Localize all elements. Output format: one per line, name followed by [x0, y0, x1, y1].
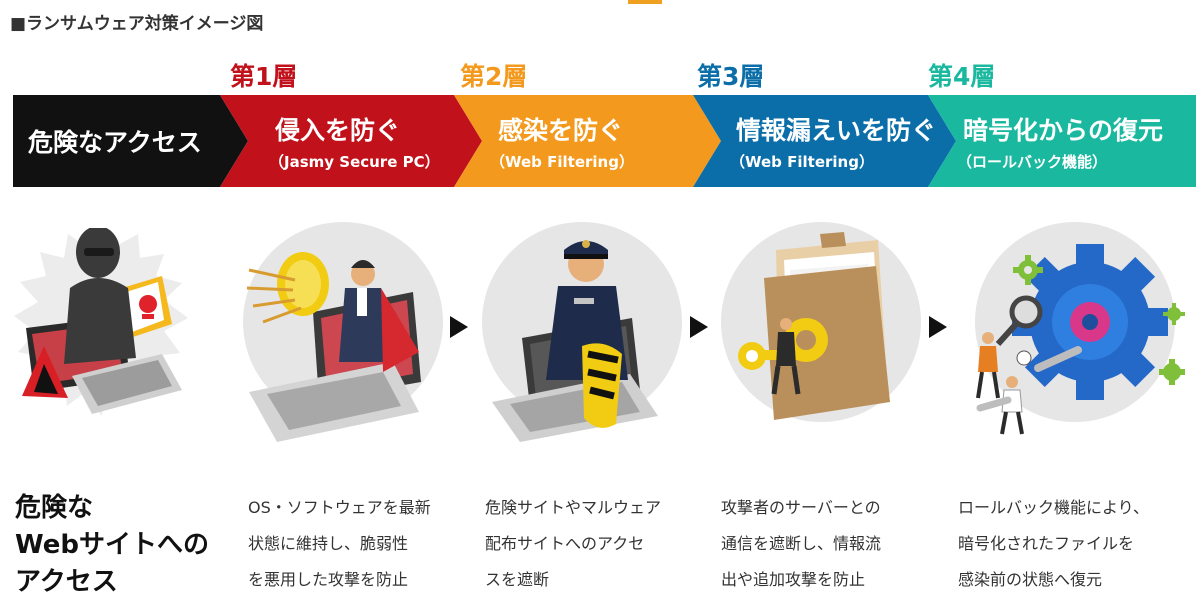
- segment-layer1-title: 侵入を防ぐ: [275, 116, 401, 145]
- arrow-right-icon: [450, 316, 468, 338]
- segment-layer3-title: 情報漏えいを防ぐ: [736, 116, 937, 145]
- segment-shape-layer2: [454, 95, 721, 187]
- desc-layer1-line-3: を悪用した攻撃を防止: [248, 570, 409, 589]
- desc-layer3-line-1: 攻撃者のサーバーとの: [721, 498, 881, 517]
- desc-layer2-line-1: 危険サイトやマルウェア: [485, 498, 662, 517]
- desc-layer3-line-3: 出や追加攻撃を防止: [721, 570, 866, 589]
- segment-layer4-sub: （ロールバック機能）: [957, 153, 1108, 171]
- desc-layer1-line-2: 状態に維持し、脆弱性: [248, 534, 409, 553]
- segment-access-title: 危険なアクセス: [28, 128, 202, 157]
- desc-layer3-line-2: 通信を遮断し、情報流: [721, 534, 882, 553]
- page-title: ■ランサムウェア対策イメージ図: [10, 14, 264, 34]
- desc-access-line-2: Webサイトへの: [15, 530, 209, 560]
- top-accent-bar: [628, 0, 662, 4]
- desc-access-line-3: アクセス: [15, 567, 118, 597]
- desc-layer4: ロールバック機能により、 暗号化されたファイルを 感染前の状態へ復元: [958, 490, 1149, 598]
- police-officer-illustration: [482, 228, 682, 448]
- folder-key-illustration: [728, 226, 918, 426]
- desc-layer2-line-3: スを遮断: [485, 570, 550, 589]
- desc-layer4-line-2: 暗号化されたファイルを: [958, 534, 1135, 553]
- desc-layer2: 危険サイトやマルウェア 配布サイトへのアクセ スを遮断: [485, 490, 661, 598]
- desc-access: 危険な Webサイトへの アクセス: [15, 490, 209, 600]
- gear-repair-illustration: [960, 222, 1192, 437]
- desc-layer4-line-3: 感染前の状態へ復元: [958, 570, 1103, 589]
- desc-layer3: 攻撃者のサーバーとの 通信を遮断し、情報流 出や追加攻撃を防止: [721, 490, 881, 598]
- hero-shield-illustration: [243, 222, 443, 442]
- layer-label-4: 第4層: [928, 62, 996, 91]
- segment-shape-access: [13, 95, 248, 187]
- desc-access-line-1: 危険な: [15, 493, 94, 523]
- chevron-band-graphic: [13, 95, 1196, 187]
- segment-layer2-sub: （Web Filtering）: [490, 153, 634, 171]
- desc-layer2-line-2: 配布サイトへのアクセ: [485, 534, 645, 553]
- hacker-illustration: [12, 226, 190, 423]
- desc-layer4-line-1: ロールバック機能により、: [958, 498, 1150, 517]
- arrow-right-icon: [690, 316, 708, 338]
- segment-layer2-title: 感染を防ぐ: [498, 116, 624, 145]
- arrow-right-icon: [929, 316, 947, 338]
- segment-layer1-sub: （Jasmy Secure PC）: [269, 153, 440, 171]
- segment-layer4-title: 暗号化からの復元: [963, 116, 1164, 145]
- desc-layer1-line-1: OS・ソフトウェアを最新: [248, 498, 431, 517]
- chevron-band: 危険なアクセス 侵入を防ぐ （Jasmy Secure PC） 感染を防ぐ （W…: [13, 95, 1196, 187]
- segment-shape-layer3: [693, 95, 956, 187]
- layer-label-3: 第3層: [697, 62, 765, 91]
- segment-layer3-sub: （Web Filtering）: [730, 153, 874, 171]
- segment-shape-layer1: [220, 95, 482, 187]
- layer-label-1: 第1層: [230, 62, 298, 91]
- segment-shape-layer4: [928, 95, 1196, 187]
- desc-layer1: OS・ソフトウェアを最新 状態に維持し、脆弱性 を悪用した攻撃を防止: [248, 490, 431, 598]
- layer-label-2: 第2層: [460, 62, 528, 91]
